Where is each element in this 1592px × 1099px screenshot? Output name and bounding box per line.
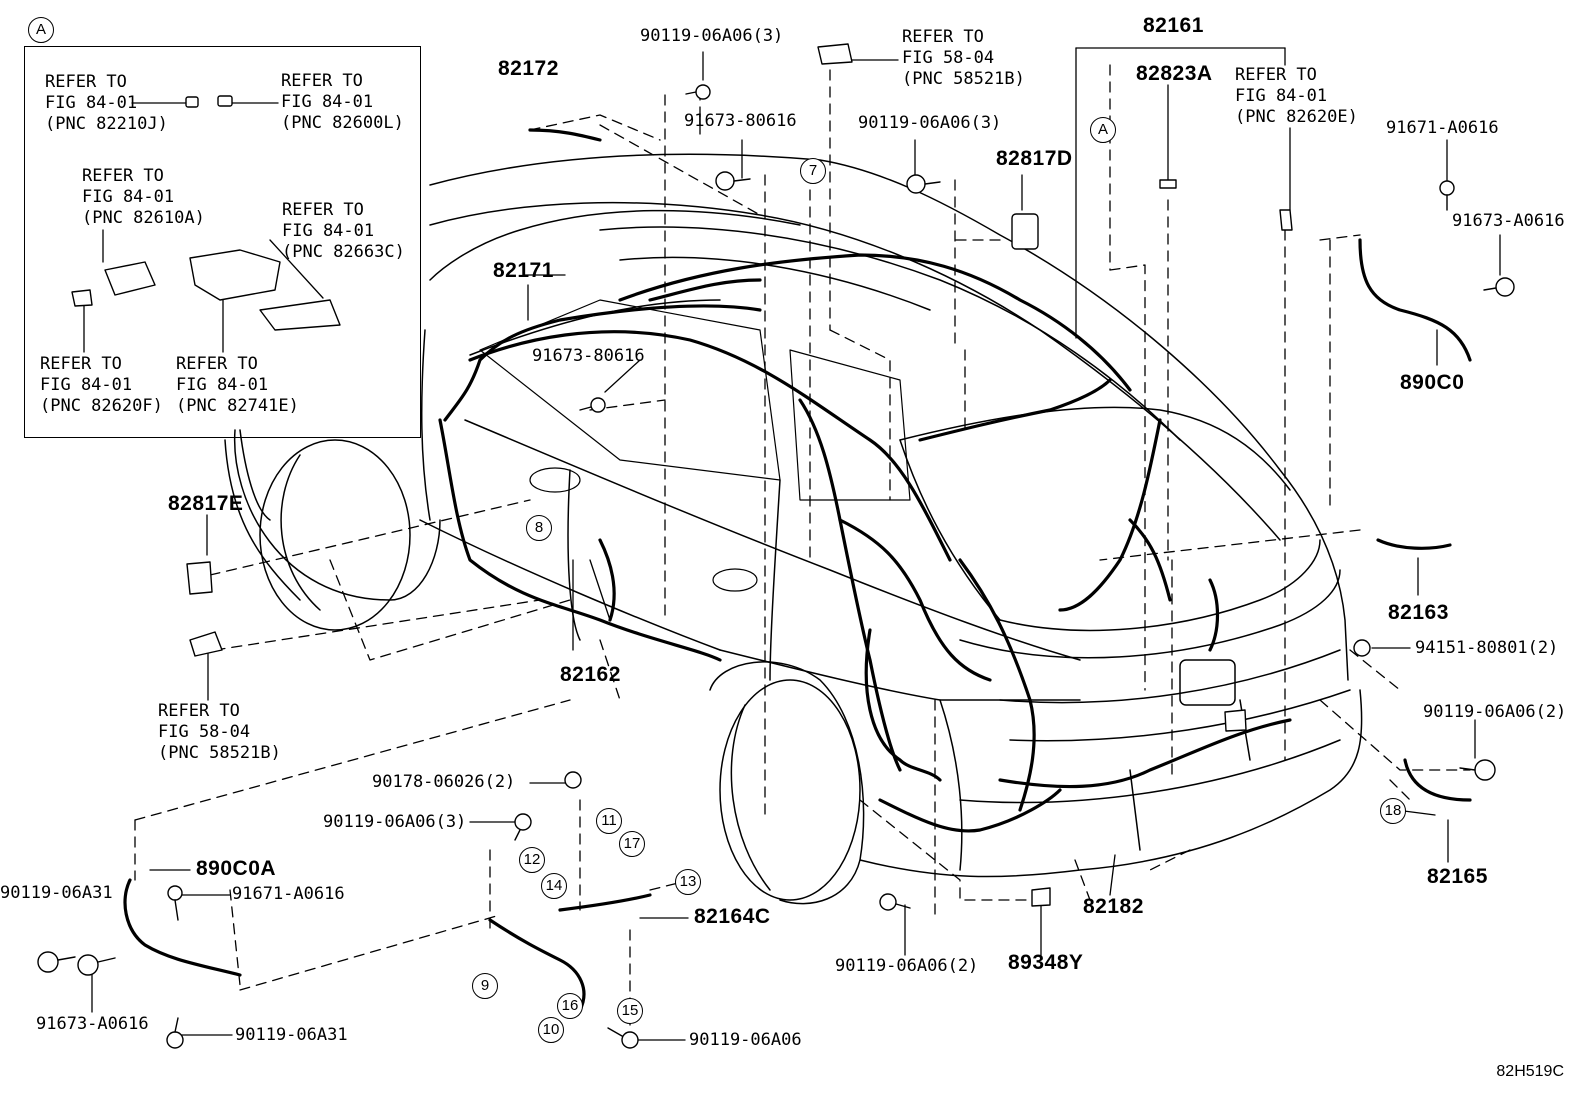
part-label: 82172 [498, 57, 559, 80]
callout-12: 12 [519, 847, 545, 873]
callout-14: 14 [541, 873, 567, 899]
ref-line: (PNC 82663C) [282, 242, 405, 262]
inset-ref-82210j: REFER TO FIG 84-01 (PNC 82210J) [45, 72, 168, 135]
ref-line: REFER TO [176, 354, 258, 374]
connector-shapes [71, 43, 1293, 907]
part-label: 91673-A0616 [1452, 211, 1565, 231]
part-label: 89348Y [1008, 951, 1084, 974]
part-label: 90119-06A06(2) [1423, 702, 1567, 722]
vehicle-body [224, 153, 1363, 905]
ref-line: (PNC 58521B) [902, 69, 1025, 89]
callout-8: 8 [526, 515, 552, 541]
part-label: 82817E [168, 492, 244, 515]
part-label: 82817D [996, 147, 1073, 170]
inset-ref-82620f: REFER TO FIG 84-01 (PNC 82620F) [40, 354, 163, 417]
ref-line: REFER TO [45, 72, 127, 92]
inset-ref-82663c: REFER TO FIG 84-01 (PNC 82663C) [282, 200, 405, 263]
callout-10: 10 [538, 1017, 564, 1043]
part-label: 90119-06A06(3) [640, 26, 784, 46]
diagram-code: 82H519C [1496, 1063, 1564, 1080]
ref-line: (PNC 82620F) [40, 396, 163, 416]
part-label: 82164C [694, 905, 771, 928]
inset-marker-a: A [28, 17, 54, 43]
callout-11: 11 [596, 808, 622, 834]
callout-18: 18 [1380, 798, 1406, 824]
label-leaders [83, 47, 1501, 1041]
fastener-shapes [37, 84, 1515, 1049]
inset-ref-82610a: REFER TO FIG 84-01 (PNC 82610A) [82, 166, 205, 229]
ref-line: FIG 84-01 [1235, 86, 1328, 106]
dashed-leaders [134, 64, 1471, 1031]
part-label: 82182 [1083, 895, 1144, 918]
part-label: 82161 [1143, 14, 1204, 37]
part-label: 94151-80801(2) [1415, 638, 1559, 658]
ref-line: REFER TO [282, 200, 364, 220]
part-label: 91673-A0616 [36, 1014, 149, 1034]
ref-line: FIG 84-01 [176, 375, 269, 395]
callout-7: 7 [800, 158, 826, 184]
part-label: 91671-A0616 [1386, 118, 1499, 138]
part-label: 82162 [560, 663, 621, 686]
callout-16: 16 [557, 993, 583, 1019]
part-label: 90119-06A06(3) [323, 812, 467, 832]
part-label: 890C0 [1400, 371, 1465, 394]
ref-line: REFER TO [902, 27, 984, 47]
part-label: 90119-06A06(2) [835, 956, 979, 976]
ref-line: REFER TO [82, 166, 164, 186]
inset-ref-82600l: REFER TO FIG 84-01 (PNC 82600L) [281, 71, 404, 134]
callout-9: 9 [472, 973, 498, 999]
part-label: 82163 [1388, 601, 1449, 624]
part-label: 91673-80616 [532, 346, 645, 366]
part-label: 90119-06A06(3) [858, 113, 1002, 133]
ref-line: FIG 84-01 [281, 92, 374, 112]
part-label: 91673-80616 [684, 111, 797, 131]
ref-line: (PNC 82741E) [176, 396, 299, 416]
ref-line: FIG 84-01 [82, 187, 175, 207]
ref-line: (PNC 58521B) [158, 743, 281, 763]
part-label: 90178-06026(2) [372, 772, 516, 792]
ref-line: FIG 58-04 [158, 722, 251, 742]
part-label: 90119-06A06 [689, 1030, 802, 1050]
wire-harness [123, 128, 1472, 1012]
marker-a: A [1090, 117, 1116, 143]
detail-inset-box [24, 46, 421, 438]
ref-line: FIG 58-04 [902, 48, 995, 68]
ref-line: FIG 84-01 [45, 93, 138, 113]
part-label: 90119-06A31 [235, 1025, 348, 1045]
ref-line: FIG 84-01 [40, 375, 133, 395]
part-label: 82165 [1427, 865, 1488, 888]
ref-line: (PNC 82600L) [281, 113, 404, 133]
part-label: 91671-A0616 [232, 884, 345, 904]
part-label: 890C0A [196, 857, 277, 880]
callout-13: 13 [675, 869, 701, 895]
ref-line: (PNC 82210J) [45, 114, 168, 134]
ref-line: REFER TO [1235, 65, 1317, 85]
part-label: 90119-06A31 [0, 883, 113, 903]
part-label: 82823A [1136, 62, 1213, 85]
ref-line: REFER TO [281, 71, 363, 91]
ref-line: (PNC 82610A) [82, 208, 205, 228]
ref-line: REFER TO [40, 354, 122, 374]
inset-ref-82741e: REFER TO FIG 84-01 (PNC 82741E) [176, 354, 299, 417]
ref-58521b-left: REFER TO FIG 58-04 (PNC 58521B) [158, 701, 281, 764]
callout-17: 17 [619, 831, 645, 857]
ref-82620e: REFER TO FIG 84-01 (PNC 82620E) [1235, 65, 1358, 128]
ref-line: REFER TO [158, 701, 240, 721]
ref-line: FIG 84-01 [282, 221, 375, 241]
ref-58521b-top: REFER TO FIG 58-04 (PNC 58521B) [902, 27, 1025, 90]
callout-15: 15 [617, 998, 643, 1024]
ref-line: (PNC 82620E) [1235, 107, 1358, 127]
part-label: 82171 [493, 259, 554, 282]
